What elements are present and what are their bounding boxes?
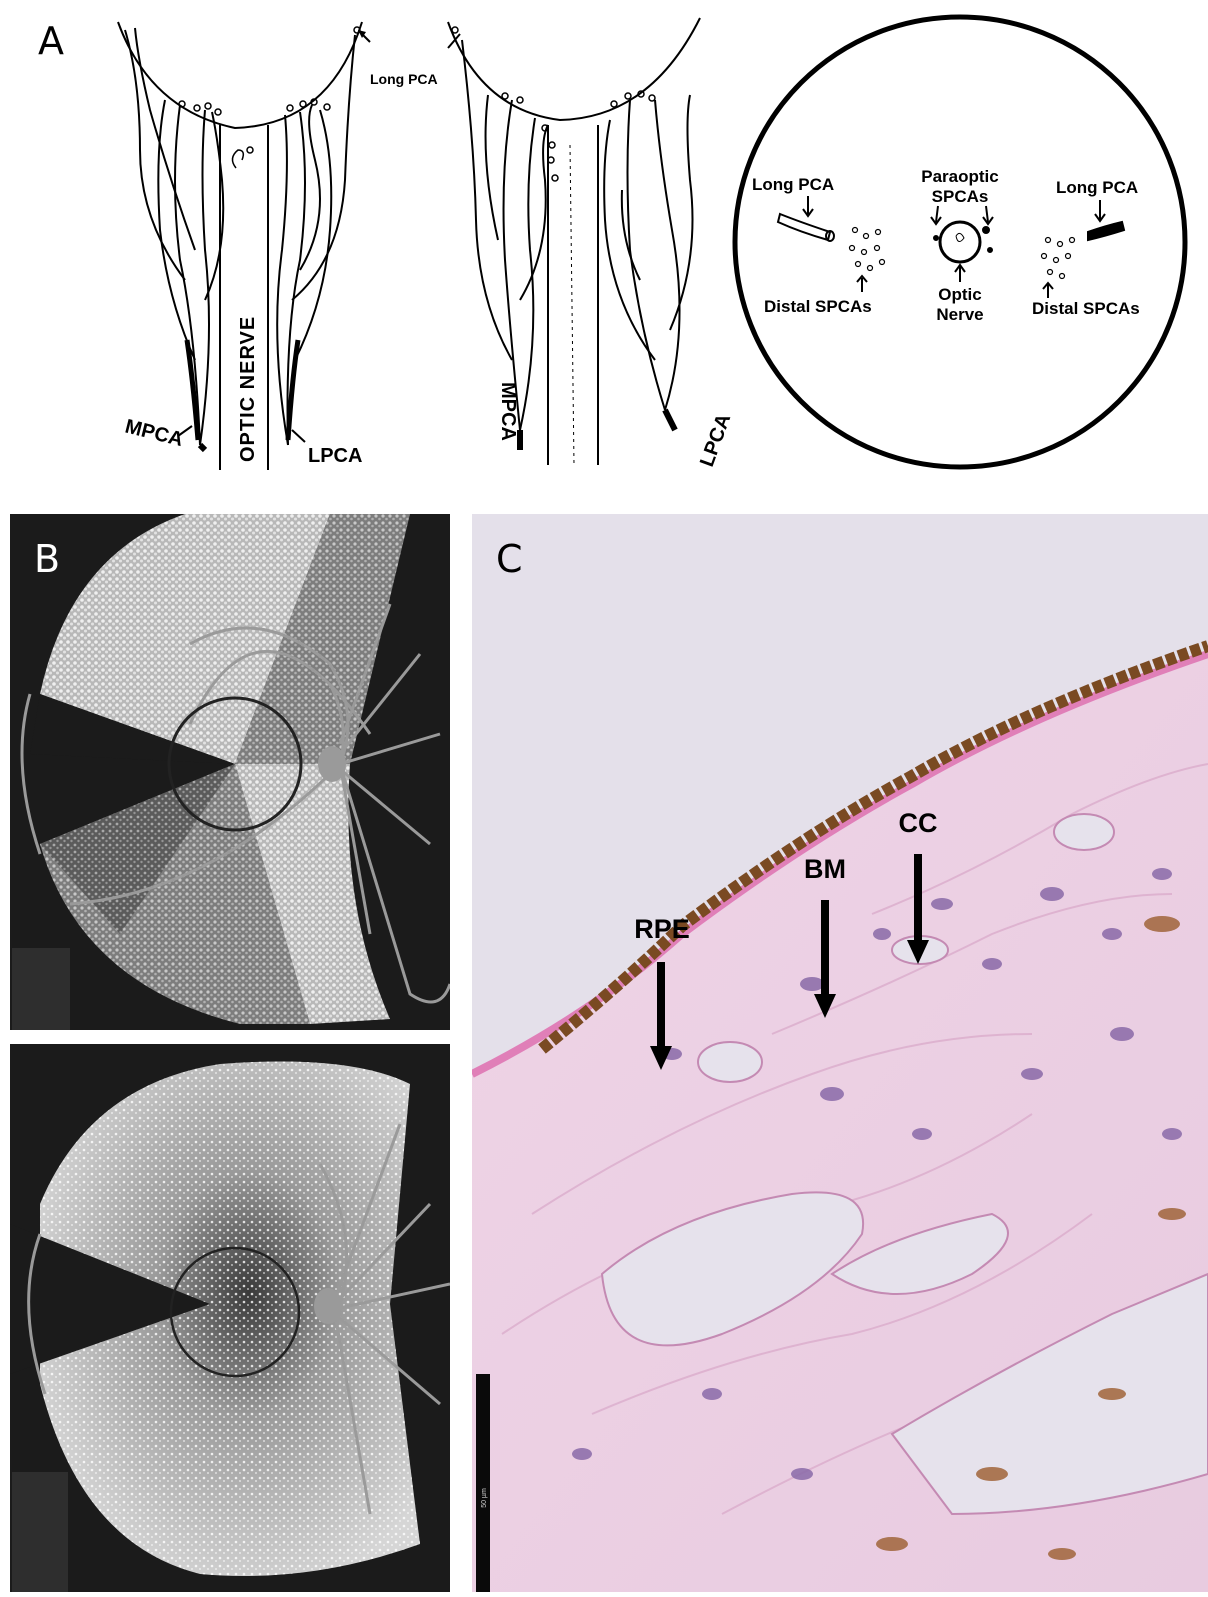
left-lpca-branches — [277, 35, 355, 445]
top-optic-disc — [318, 746, 346, 782]
label-middle-mpca: MPCA — [497, 382, 519, 441]
panel-c-histology: C — [472, 514, 1208, 1592]
panel-b-bottom-illustration — [10, 1044, 450, 1592]
long-pca-right-vessel — [1088, 222, 1124, 240]
distal-spcas-left-cluster — [850, 228, 885, 271]
middle-lpca-branches — [604, 95, 692, 430]
label-long-pca-left: Long PCA — [752, 175, 834, 194]
label-long-pca: Long PCA — [370, 71, 438, 87]
panel-a-drawing: Long PCA OPTIC NERVE MPCA LPCA MPCA LPCA… — [0, 0, 1208, 500]
scale-bar — [476, 1374, 490, 1592]
panel-letter-c: C — [496, 540, 523, 578]
label-left-mpca: MPCA — [123, 416, 185, 452]
label-paraoptic-line1: Paraoptic — [921, 167, 998, 186]
middle-globe-arc — [448, 18, 700, 120]
choroid-sector-map-top — [30, 514, 410, 1024]
histology-micrograph: RPE BM CC 50 µm — [472, 514, 1208, 1592]
label-bm: BM — [804, 854, 846, 884]
label-distal-spcas-left: Distal SPCAs — [764, 297, 872, 316]
label-paraoptic-line2: SPCAs — [932, 187, 989, 206]
bottom-optic-disc — [314, 1288, 342, 1324]
label-rpe: RPE — [634, 914, 690, 944]
label-optic-line2: Nerve — [936, 305, 983, 324]
distal-spcas-right-cluster — [1042, 238, 1075, 279]
panel-a: A — [0, 0, 1208, 500]
label-distal-spcas-right: Distal SPCAs — [1032, 299, 1140, 318]
panel-b-bottom-drawing — [10, 1044, 450, 1592]
panel-b-top-drawing — [10, 514, 450, 1030]
panel-b-top-illustration — [10, 514, 450, 1030]
panel-letter-b: B — [34, 540, 60, 578]
left-mpca-branches — [125, 28, 223, 450]
label-optic-nerve: OPTIC NERVE — [237, 316, 259, 462]
label-middle-lpca: LPCA — [696, 411, 735, 470]
left-vessel-loops — [179, 27, 360, 168]
left-globe-arc — [118, 22, 362, 128]
lpca-arrow — [292, 430, 305, 442]
optic-nerve-section — [940, 222, 980, 262]
label-left-lpca: LPCA — [308, 445, 362, 467]
cross-section-circle — [735, 17, 1185, 467]
choroid-density-map-bottom — [10, 1062, 420, 1577]
scale-bar-label: 50 µm — [481, 1488, 488, 1508]
label-long-pca-right: Long PCA — [1056, 178, 1138, 197]
label-cc: CC — [899, 808, 938, 838]
middle-nerve-center — [570, 145, 574, 465]
long-pca-left-vessel — [778, 214, 834, 241]
label-optic-line1: Optic — [938, 285, 981, 304]
